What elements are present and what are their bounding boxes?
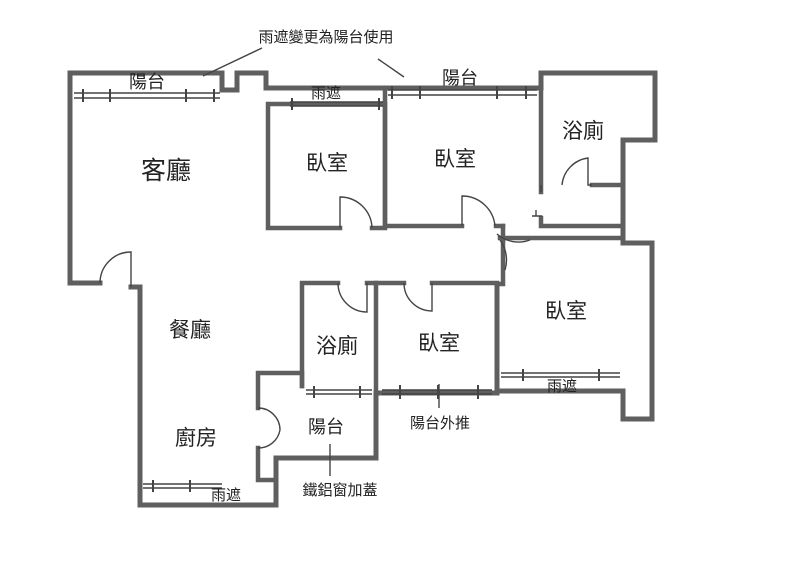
window-top-right — [388, 89, 537, 96]
bedroom-d-label: 臥室 — [545, 299, 587, 323]
wall-bedroom-d — [494, 235, 506, 287]
balcony-top-right-label: 陽台 — [442, 68, 478, 89]
canopy-right-label: 雨遮 — [547, 377, 577, 395]
door-swings — [99, 157, 592, 449]
bedroom-b-label: 臥室 — [434, 147, 476, 171]
kitchen-label: 廚房 — [175, 426, 217, 450]
balcony-service-label: 陽台 — [308, 417, 344, 438]
wall-bath-a — [538, 85, 625, 229]
dining-room-label: 餐廳 — [169, 318, 211, 342]
note-balcony-push-out: 陽台外推 — [410, 414, 470, 432]
bath-a-label: 浴廁 — [562, 119, 604, 143]
window-ticks — [82, 86, 600, 492]
wall-kitchen — [255, 370, 305, 483]
canopy-bottom-label: 雨遮 — [211, 486, 241, 504]
window-top-left — [74, 92, 220, 99]
labels: 雨遮變更為陽台使用 陽台 陽台 雨遮 客廳 臥室 臥室 浴廁 餐廳 浴廁 臥室 … — [129, 28, 604, 504]
window-bottom — [143, 483, 222, 489]
bedroom-c-label: 臥室 — [418, 331, 460, 355]
bedroom-a-label: 臥室 — [306, 151, 348, 175]
bath-b-label: 浴廁 — [316, 334, 358, 358]
door-bedroom-c — [403, 282, 433, 312]
window-top-mid — [290, 101, 383, 107]
note-canopy-to-balcony: 雨遮變更為陽台使用 — [258, 28, 393, 46]
door-bedroom-a — [339, 196, 373, 229]
door-small-right — [532, 210, 542, 217]
balcony-top-left-label: 陽台 — [129, 72, 165, 93]
door-bath-b — [337, 282, 368, 313]
outer-wall-outline — [67, 70, 658, 422]
door-bedroom-b — [461, 195, 496, 227]
window-right — [501, 372, 620, 378]
living-room-label: 客廳 — [141, 156, 191, 185]
outer-walls — [67, 70, 658, 508]
window-lines — [74, 47, 620, 492]
outer-wall-lower-left — [128, 284, 379, 508]
canopy-top-label: 雨遮 — [311, 84, 341, 102]
outer-wall-left — [67, 70, 103, 286]
note-leaders — [202, 47, 405, 78]
door-corridor — [496, 233, 531, 271]
window-bath-b — [306, 389, 372, 395]
door-living — [99, 251, 132, 287]
note-aluminum-window: 鐵鋁窗加蓋 — [302, 481, 377, 499]
door-bath-a — [540, 157, 592, 192]
door-kitchen — [257, 407, 281, 449]
